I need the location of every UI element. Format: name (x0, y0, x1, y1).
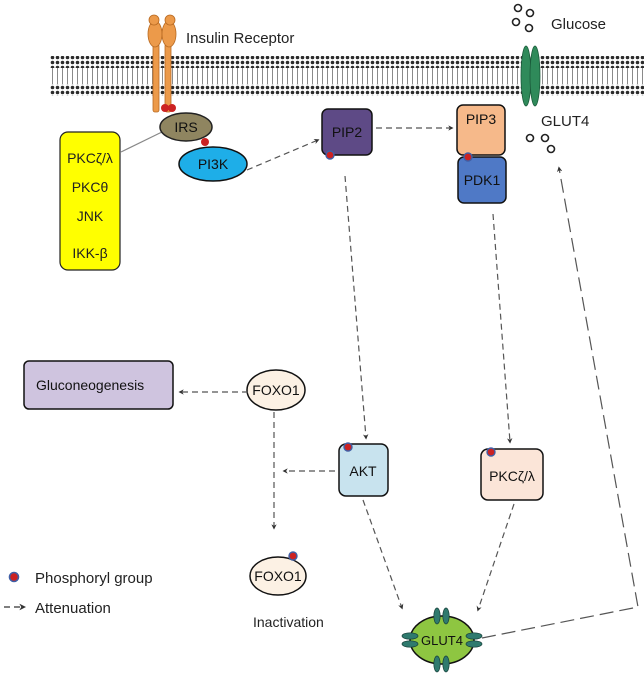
foxo1-label: FOXO1 (252, 382, 300, 398)
pi3k-label: PI3K (198, 156, 229, 172)
phosphoryl-dot (288, 551, 298, 561)
arrow-akt-to-glut4 (362, 499, 404, 610)
glut4-vesicle-node: GLUT4 (401, 607, 483, 673)
glut4-channel-icon (401, 607, 483, 673)
foxo1-node: FOXO1 (246, 369, 306, 411)
arrow-pip2-to-akt (344, 175, 369, 440)
insulin-receptor (147, 14, 177, 113)
glucose-molecules (511, 3, 556, 154)
legend-phosphoryl-label: Phosphoryl group (35, 570, 153, 587)
insulin-receptor-label: Insulin Receptor (186, 30, 294, 47)
pkc-node: PKCζ/λ (480, 447, 544, 501)
foxo1-inactive-node: FOXO1 (249, 551, 307, 596)
akt-node: AKT (338, 442, 389, 497)
cell-membrane (50, 56, 644, 96)
irs-node: IRS (159, 112, 213, 142)
pip3-node: PIP3 (456, 104, 506, 156)
glut4-membrane-channel (520, 45, 541, 107)
pkc-label: PKCζ/λ (489, 468, 535, 484)
pdk1-label: PDK1 (464, 172, 501, 188)
pi3k-node: PI3K (178, 138, 248, 182)
gluconeogenesis-node: Gluconeogenesis (23, 360, 174, 410)
foxo1-inactive-label: FOXO1 (254, 568, 302, 584)
inhibitor-box: PKCζ/λ PKCθ JNK IKK-β (59, 131, 121, 271)
glut4-vesicle-label: GLUT4 (421, 633, 463, 648)
pip2-label: PIP2 (332, 124, 363, 140)
legend: Phosphoryl group Attenuation (4, 570, 153, 617)
pip3-label: PIP3 (466, 111, 497, 127)
arrow-pkc-to-glut4 (476, 503, 515, 612)
arrow-pi3k-to-pip2 (246, 138, 320, 171)
phosphoryl-dot (463, 152, 473, 162)
arrow-glut4-to-membrane (481, 166, 639, 639)
legend-attenuation-label: Attenuation (35, 600, 111, 617)
inactivation-label: Inactivation (253, 614, 324, 630)
pdk1-node: PDK1 (457, 152, 507, 204)
gluconeogenesis-label: Gluconeogenesis (36, 377, 144, 393)
phosphoryl-dot (486, 447, 496, 457)
phosphoryl-dot (325, 150, 335, 160)
arrow-pdk1-to-pkc (492, 213, 513, 444)
phosphoryl-dot (343, 442, 353, 452)
inhibitor-item: PKCζ/λ (67, 150, 113, 166)
inhibitor-item: PKCθ (72, 179, 109, 195)
pip2-node: PIP2 (321, 108, 373, 160)
inhibitor-item: JNK (77, 208, 104, 224)
glucose-label: Glucose (551, 16, 606, 33)
glut4-membrane-label: GLUT4 (541, 113, 589, 130)
phosphoryl-dot (201, 138, 209, 146)
phosphoryl-dot (161, 104, 169, 112)
inhibitor-item: IKK-β (72, 245, 107, 261)
phosphoryl-dot (168, 104, 176, 112)
phosphoryl-legend-icon (8, 571, 20, 583)
irs-label: IRS (174, 119, 197, 135)
akt-label: AKT (349, 463, 377, 479)
